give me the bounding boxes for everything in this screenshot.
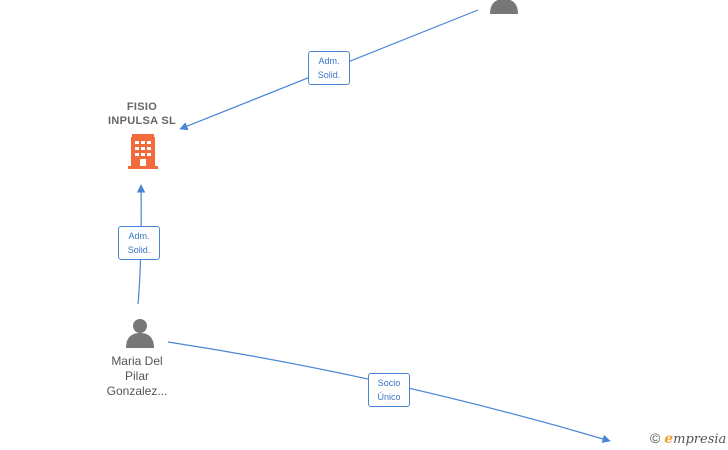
person-icon[interactable]	[488, 0, 520, 14]
brand-logo-text: mpresia	[673, 432, 727, 447]
person-name-line2: Pilar	[124, 369, 149, 383]
edge-label-line1: Socio	[377, 378, 401, 388]
company-node-label[interactable]: FISIO INPULSA SL	[96, 100, 188, 128]
edge-label-line2: Solid.	[317, 70, 341, 80]
person-node-label[interactable]: Maria Del Pilar Gonzalez...	[96, 354, 178, 399]
edge-label-socio-unico[interactable]: Socio Único	[368, 373, 410, 407]
company-name-line2: INPULSA SL	[108, 115, 176, 127]
edge-label-line2: Único	[377, 392, 401, 402]
edge-label-adm-solid[interactable]: Adm. Solid.	[308, 51, 350, 85]
building-icon[interactable]	[128, 134, 162, 170]
watermark: © empresia	[650, 430, 726, 447]
edge-label-line1: Adm.	[128, 231, 150, 241]
company-name-line1: FISIO	[126, 101, 158, 113]
brand-logo-e: e	[664, 431, 674, 447]
edge-label-line2: Solid.	[127, 245, 151, 255]
person-icon[interactable]	[124, 318, 156, 348]
edge-label-adm-solid[interactable]: Adm. Solid.	[118, 226, 160, 260]
copyright-symbol: ©	[650, 430, 661, 446]
person-name-line1: Maria Del	[111, 354, 163, 368]
person-name-line3: Gonzalez...	[106, 384, 168, 398]
edge-label-line1: Adm.	[318, 56, 340, 66]
